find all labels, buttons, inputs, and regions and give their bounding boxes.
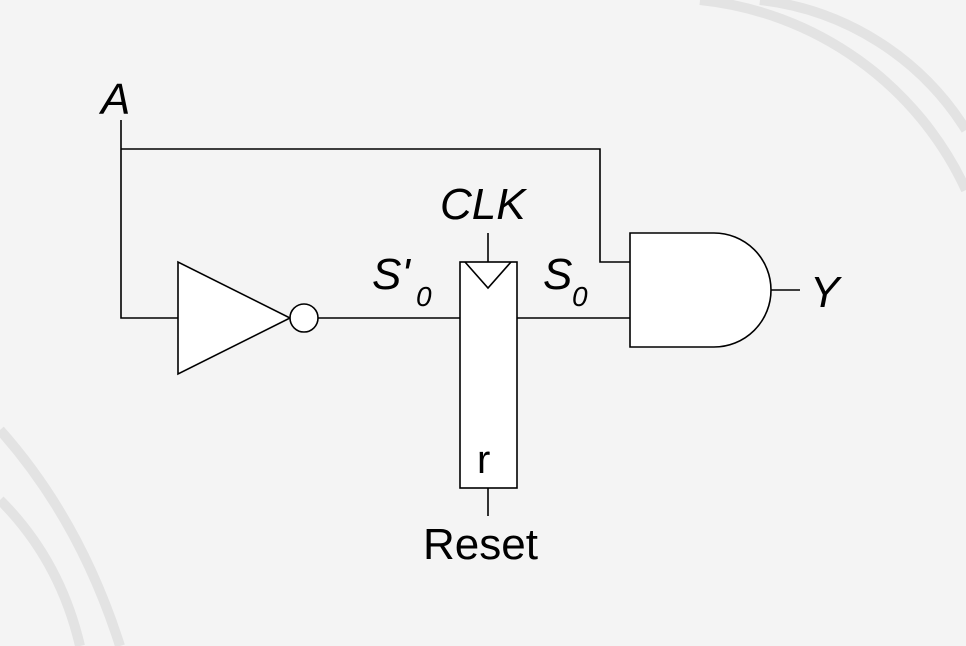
output-label-y: Y bbox=[810, 268, 842, 317]
state-subscript: 0 bbox=[572, 281, 588, 312]
next-state-label: S' bbox=[372, 250, 411, 299]
and-gate bbox=[629, 232, 772, 348]
next-state-subscript: 0 bbox=[416, 281, 432, 312]
clock-label: CLK bbox=[440, 180, 527, 229]
reset-pin-label: r bbox=[477, 438, 490, 482]
reset-label: Reset bbox=[423, 520, 538, 569]
wire-a-to-inverter bbox=[120, 120, 178, 319]
inverter-bubble bbox=[289, 303, 319, 333]
wires bbox=[120, 120, 800, 516]
wire-a-to-and-gate bbox=[121, 148, 630, 263]
flip-flop-register bbox=[459, 261, 518, 489]
clock-triangle bbox=[464, 261, 512, 290]
input-label-a: A bbox=[98, 75, 130, 124]
inverter-gate bbox=[177, 260, 319, 376]
state-label: S bbox=[543, 250, 572, 299]
